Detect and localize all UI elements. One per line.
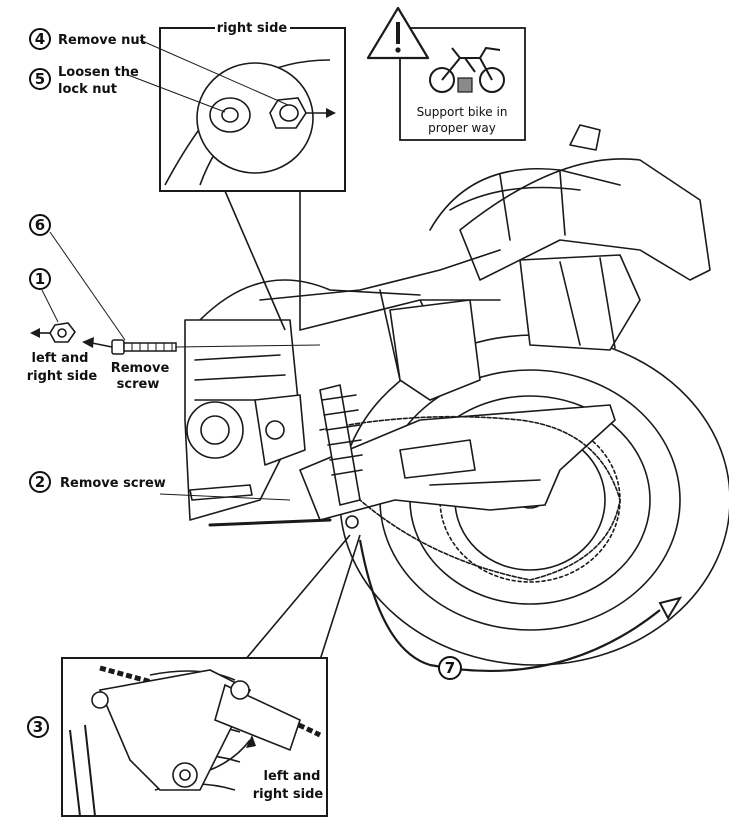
- step-6-number: 6: [35, 216, 45, 234]
- step-5-label-line1: Loosen the: [58, 65, 139, 80]
- shock-absorber: [319, 384, 361, 506]
- remove-direction-arrow: [326, 108, 336, 118]
- step-5: 5 Loosen the lock nut: [29, 65, 226, 113]
- rotate-wheel-arrow: [658, 596, 683, 621]
- inset-removal-arrow: [246, 735, 256, 748]
- remove-screw-line2: screw: [117, 377, 160, 392]
- warning-triangle-icon: [366, 6, 430, 60]
- remove-nut: [269, 97, 307, 129]
- step-4: 4 Remove nut: [29, 28, 289, 106]
- removed-parts: [30, 322, 321, 355]
- step-2-number: 2: [35, 473, 45, 491]
- step-1-label-line2: right side: [27, 369, 98, 384]
- heel-guard: [254, 394, 306, 466]
- swingarm-detail: [429, 479, 541, 486]
- nut-direction-arrow: [30, 328, 40, 338]
- screw-direction-arrow: [82, 337, 94, 348]
- step-4-number: 4: [35, 30, 45, 48]
- side-panel: [389, 299, 481, 401]
- linkage-bolt: [345, 515, 359, 529]
- step-1-number: 1: [35, 270, 45, 288]
- step-3-number: 3: [33, 718, 43, 736]
- exhaust-muffler: [519, 254, 641, 351]
- engine-block: [184, 319, 301, 521]
- linkage-bolt-bottom: [172, 762, 198, 788]
- muffler-detail: [559, 257, 616, 349]
- linkage-arm: [98, 669, 252, 791]
- step-1-label-line1: left and: [31, 351, 88, 366]
- step-6: 6: [29, 214, 126, 341]
- right-side-inset-title: right side: [217, 21, 288, 36]
- remove-screw-callout: Remove screw: [111, 361, 170, 392]
- linkage-bolt-top: [230, 680, 250, 700]
- step-3: 3: [27, 716, 49, 738]
- linkage-rod: [214, 683, 301, 752]
- linkage-bolt-left: [91, 691, 109, 709]
- lock-nut: [209, 97, 251, 133]
- bike-on-stand-icon: [429, 46, 505, 93]
- rear-fender: [459, 158, 711, 281]
- axle-plate: [196, 62, 314, 174]
- swingarm: [299, 404, 616, 521]
- drive-chain: [319, 415, 621, 581]
- step-1: 1 left and right side: [27, 268, 98, 384]
- motorcycle-drawing: [184, 124, 729, 666]
- heel-guard-bolt: [265, 420, 285, 440]
- engine-cover-center: [200, 415, 230, 445]
- right-side-inset: right side: [159, 18, 346, 331]
- bottom-inset-label-line1: left and: [263, 769, 320, 784]
- warning-text-line2: proper way: [428, 121, 496, 135]
- side-stand: [208, 518, 332, 527]
- step-7: 7: [358, 539, 683, 680]
- luggage-rack: [429, 168, 621, 241]
- step-5-label-line2: lock nut: [58, 82, 117, 97]
- step-4-label: Remove nut: [58, 33, 146, 48]
- warning-text-line1: Support bike in: [417, 105, 508, 119]
- left-nut-icon: [49, 322, 76, 343]
- long-screw-icon: [111, 339, 177, 355]
- step-5-number: 5: [35, 70, 45, 88]
- step-2-label: Remove screw: [60, 476, 166, 491]
- seat-edge: [199, 279, 421, 321]
- tail-light: [569, 124, 601, 151]
- warning-box: Support bike in proper way: [366, 6, 526, 141]
- bottom-inset-label-line2: right side: [253, 787, 324, 802]
- engine-cover: [186, 401, 244, 459]
- step-7-number: 7: [445, 659, 455, 677]
- bottom-linkage-inset: left and right side: [61, 534, 361, 817]
- remove-nut-thread: [279, 104, 299, 122]
- swingarm-cutout: [399, 439, 476, 479]
- shock-spring: [321, 394, 363, 476]
- remove-screw-line1: Remove: [111, 361, 170, 376]
- step-2: 2 Remove screw: [29, 471, 291, 501]
- lock-nut-center: [221, 107, 239, 123]
- subframe: [259, 249, 501, 401]
